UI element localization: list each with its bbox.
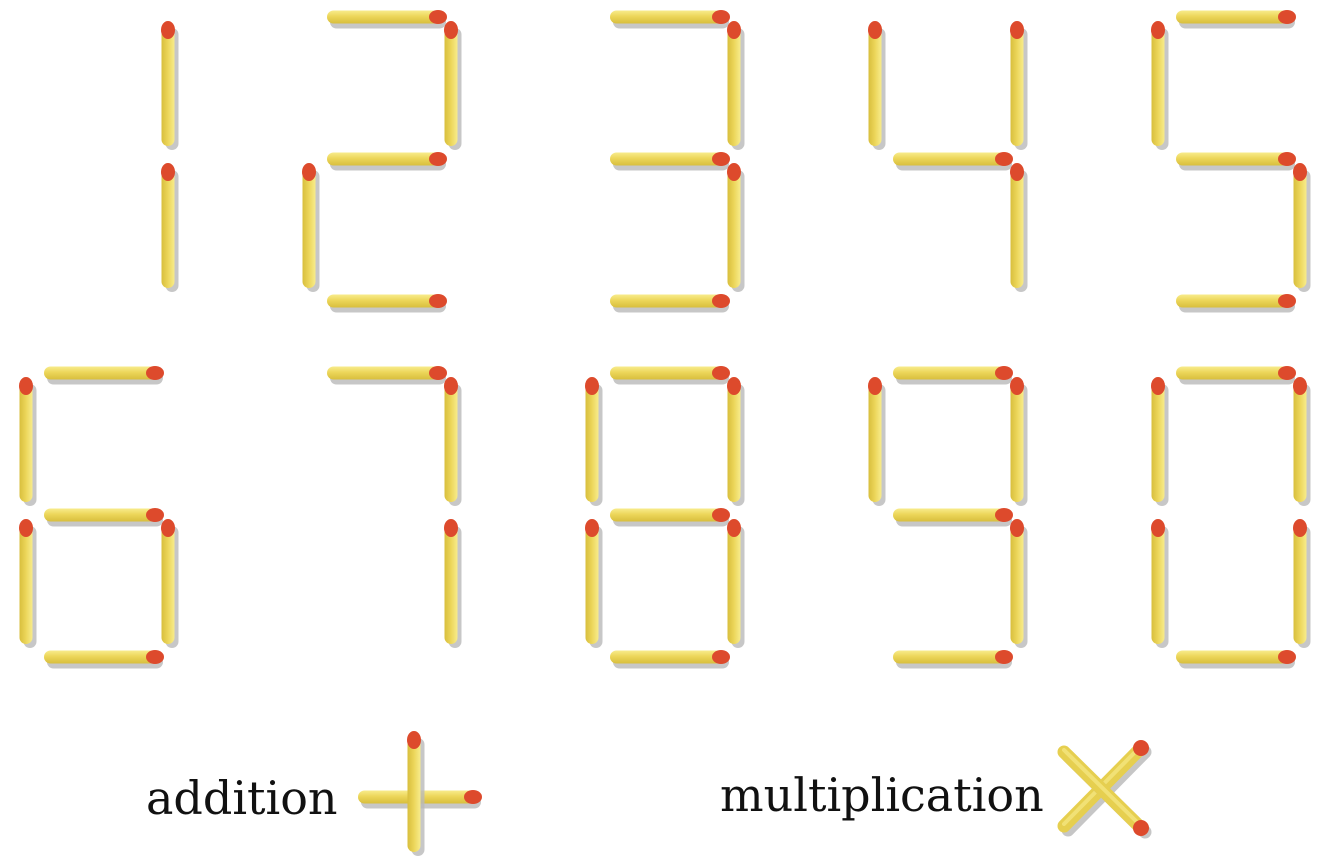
times-falling-match <box>1057 745 1152 839</box>
segment-c <box>1293 519 1311 648</box>
segment-a <box>893 366 1013 385</box>
segment-a <box>1176 366 1296 385</box>
segment-e <box>1151 519 1169 648</box>
digit-six <box>19 366 179 669</box>
digit-four <box>868 21 1028 292</box>
segment-a <box>44 366 164 385</box>
segment-f <box>1151 377 1169 506</box>
segment-f <box>868 21 886 150</box>
digit-eight <box>585 366 745 669</box>
segment-b <box>1010 21 1028 150</box>
segment-f <box>585 377 603 506</box>
segment-c <box>1010 163 1028 292</box>
digit-five <box>1151 10 1311 313</box>
segment-b <box>727 21 745 150</box>
segment-e <box>302 163 320 292</box>
segment-c <box>1010 519 1028 648</box>
segment-d <box>327 294 447 313</box>
segment-e <box>19 519 37 648</box>
segment-a <box>610 366 730 385</box>
segment-g <box>327 152 447 171</box>
digit-seven <box>327 366 462 648</box>
segment-b <box>161 21 179 150</box>
segment-g <box>893 152 1013 171</box>
segment-a <box>610 10 730 29</box>
digit-zero <box>1151 366 1311 669</box>
segment-b <box>444 377 462 506</box>
digits-grid <box>19 10 1311 669</box>
segment-e <box>585 519 603 648</box>
segment-c <box>727 519 745 648</box>
segment-g <box>893 508 1013 527</box>
segment-g <box>610 508 730 527</box>
segment-f <box>19 377 37 506</box>
plus-vertical-match <box>407 731 425 856</box>
segment-d <box>1176 294 1296 313</box>
segment-d <box>44 650 164 669</box>
segment-a <box>1176 10 1296 29</box>
segment-d <box>610 650 730 669</box>
digit-nine <box>868 366 1028 669</box>
segment-d <box>893 650 1013 669</box>
segment-a <box>327 366 447 385</box>
segment-c <box>444 519 462 648</box>
segment-g <box>44 508 164 527</box>
segment-c <box>1293 163 1311 292</box>
segment-g <box>1176 152 1296 171</box>
segment-b <box>1293 377 1311 506</box>
segment-c <box>161 519 179 648</box>
segment-b <box>727 377 745 506</box>
times-icon <box>1057 740 1152 839</box>
segment-c <box>727 163 745 292</box>
segment-g <box>610 152 730 171</box>
segment-f <box>1151 21 1169 150</box>
segment-d <box>610 294 730 313</box>
addition-label: addition <box>146 771 338 825</box>
digit-one <box>161 21 179 292</box>
segment-b <box>444 21 462 150</box>
digit-two <box>302 10 462 313</box>
segment-d <box>1176 650 1296 669</box>
segment-a <box>327 10 447 29</box>
segment-f <box>868 377 886 506</box>
operator-symbols <box>358 731 1152 856</box>
digit-three <box>610 10 745 313</box>
segment-b <box>1010 377 1028 506</box>
plus-icon <box>358 731 482 856</box>
multiplication-label: multiplication <box>720 768 1044 822</box>
segment-c <box>161 163 179 292</box>
